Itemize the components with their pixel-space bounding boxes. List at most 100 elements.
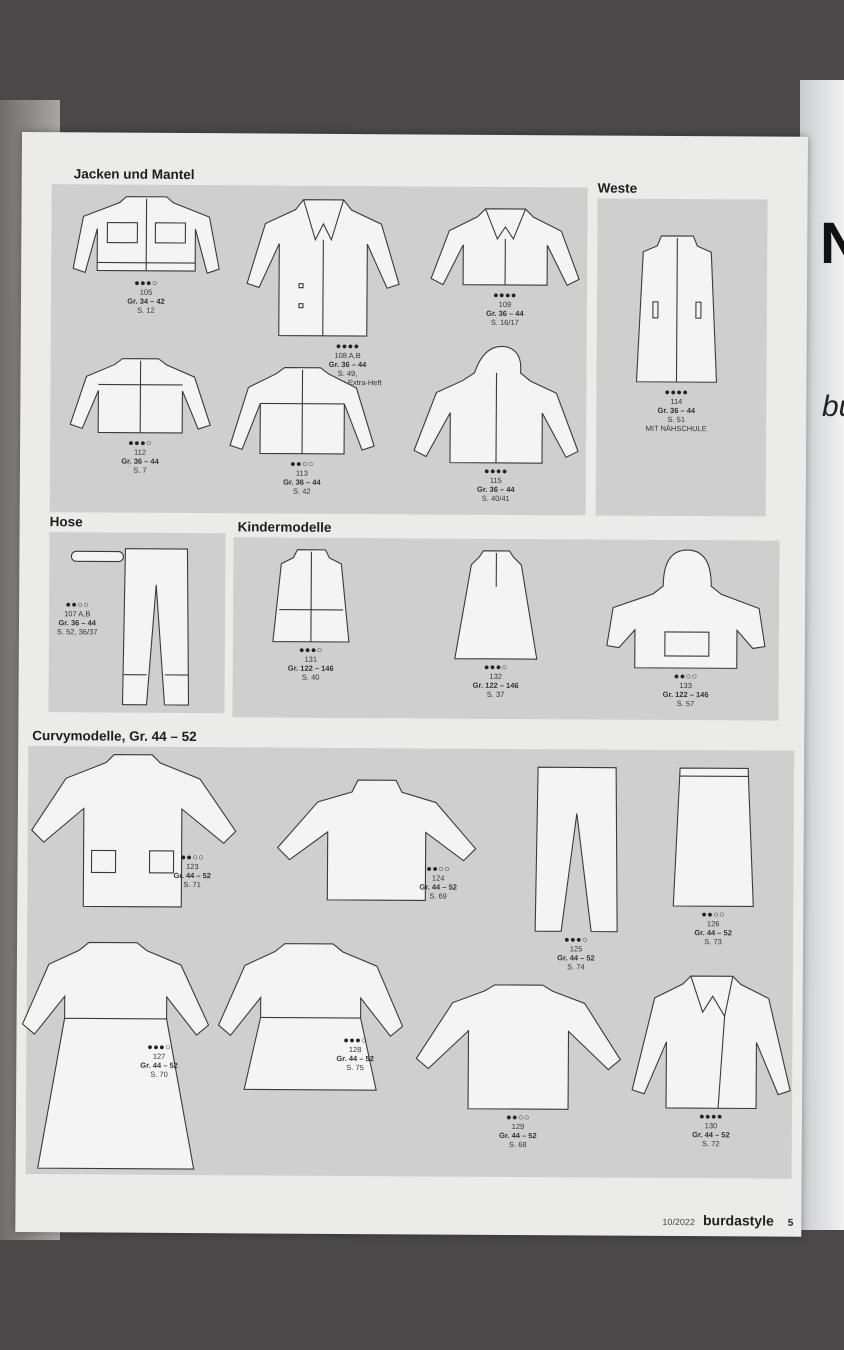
size-range: Gr. 36 – 44 [477,484,515,495]
kids-hoodie-drawing [606,549,766,669]
model-107: ●●○○ 107 A,B Gr. 36 – 44 S. 52, 36/37 [56,599,98,637]
difficulty-dots: ●●●● [484,465,508,476]
difficulty-dots: ●●●● [664,386,689,398]
coat-drawing [246,199,400,337]
model-number: 108 A,B [334,350,361,361]
jacket-drawing [229,367,375,455]
size-range: Gr. 36 – 44 [121,456,159,466]
vest-drawing [635,235,718,383]
model-113: ●●○○ 113 Gr. 36 – 44 S. 42 [228,363,377,496]
size-range: Gr. 44 – 52 [499,1130,537,1141]
model-number: 113 [295,468,308,478]
heading-hose: Hose [49,514,83,530]
belt-drawing [69,548,125,564]
model-number: 109 [498,299,512,309]
size-range: Gr. 122 – 146 [287,663,334,673]
model-128: ●●●○ 128 Gr. 44 – 52 S. 75 [336,1034,374,1073]
model-109: ●●●● 109 Gr. 36 – 44 S. 16/17 [427,204,584,327]
curvy-trousers-drawing [534,766,618,933]
right-page-edge: N bu [800,80,844,1230]
size-range: Gr. 36 – 44 [657,405,696,416]
size-range: Gr. 44 – 52 [336,1053,374,1064]
page-ref: S. 73 [704,937,722,947]
model-number: 126 [706,919,720,929]
page-ref: S. 71 [183,880,201,890]
model-128-drawing [214,939,407,1096]
difficulty-dots: ●●○○ [673,670,698,682]
model-132: ●●●○ 132 Gr. 122 – 146 S. 37 [451,547,542,700]
size-range: Gr. 44 – 52 [140,1060,178,1070]
model-number: 125 [569,944,583,954]
page-ref: S. 16/17 [490,317,519,328]
model-number: 112 [134,447,147,457]
page-ref: S. 12 [137,305,155,315]
model-129: ●●○○ 129 Gr. 44 – 52 S. 68 [412,980,625,1149]
page-ref: S. 40/41 [481,493,510,503]
biker-jacket-drawing [631,975,791,1110]
model-number: 123 [185,862,199,872]
model-number: 105 [139,287,153,297]
jacket-drawing [72,196,220,274]
heading-kinder: Kindermodelle [237,519,332,535]
size-range: Gr. 44 – 52 [173,870,212,881]
difficulty-dots: ●●○○ [506,1111,530,1123]
size-range: Gr. 36 – 44 [283,477,321,487]
jacket-drawing [430,208,580,287]
difficulty-dots: ●●●○ [343,1034,368,1046]
issue-date: 10/2022 [662,1216,696,1228]
difficulty-dots: ●●●● [699,1111,723,1122]
size-range: Gr. 44 – 52 [694,928,732,938]
model-number: 115 [489,475,502,485]
model-131: ●●●○ 131 Gr. 122 – 146 S. 40 [269,546,354,683]
page-ref: S. 75 [346,1062,364,1073]
model-114: ●●●● 114 Gr. 36 – 44 S. 51 MIT NÄHSCHULE [626,232,727,434]
brand-logo: burdastyle [702,1212,774,1229]
difficulty-dots: ●●○○ [290,458,314,469]
page-ref: S. 52, 36/37 [56,627,98,637]
difficulty-dots: ●●○○ [701,909,726,920]
heading-curvy: Curvymodelle, Gr. 44 – 52 [32,728,197,745]
model-124-drawing [275,776,480,905]
model-133: ●●○○ 133 Gr. 122 – 146 S. 57 [602,546,769,709]
model-108: ●●●● 108 A,B Gr. 36 – 44 S. 49, B: S. 4 … [242,193,403,387]
page-ref: S. 74 [567,962,585,972]
page-ref: S. 69 [429,891,447,901]
model-123-drawing [29,750,240,911]
difficulty-dots: ●●●○ [564,934,588,945]
size-range: Gr. 44 – 52 [419,882,457,892]
model-126: ●●○○ 126 Gr. 44 – 52 S. 73 [671,764,756,947]
size-range: Gr. 122 – 146 [662,689,709,700]
difficulty-dots: ●●●○ [147,1041,172,1052]
difficulty-dots: ●●○○ [65,599,90,610]
heading-weste: Weste [597,180,638,196]
extra-note: MIT NÄHSCHULE [645,423,707,434]
jacket-drawing [69,358,211,434]
model-number: 131 [304,654,318,664]
heading-jacken: Jacken und Mantel [73,166,195,183]
model-115: ●●●● 115 Gr. 36 – 44 S. 40/41 [410,342,583,503]
model-124: ●●○○ 124 Gr. 44 – 52 S. 69 [419,863,457,901]
model-number: 127 [152,1051,166,1061]
size-range: Gr. 36 – 44 [486,308,524,319]
difficulty-dots: ●●●● [335,340,360,352]
model-number: 133 [679,681,692,691]
model-number: 128 [348,1045,362,1055]
page-ref: S. 68 [509,1139,527,1150]
kids-dress-drawing [454,550,538,660]
difficulty-dots: ●●●○ [128,437,153,448]
size-range: Gr. 44 – 52 [692,1130,730,1140]
kids-vest-drawing [272,549,350,643]
page-ref: S. 51 [667,414,686,425]
model-130: ●●●● 130 Gr. 44 – 52 S. 72 [628,972,795,1149]
model-number: 107 A,B [64,609,91,619]
model-number: 124 [431,873,445,883]
curvy-blouse-drawing [415,984,622,1110]
page-number: 5 [787,1217,794,1229]
model-123: ●●○○ 123 Gr. 44 – 52 S. 71 [173,852,212,890]
difficulty-dots: ●●○○ [426,863,451,874]
size-range: Gr. 36 – 44 [58,618,97,628]
page-ref: S. 57 [676,699,695,709]
page-ref: S. 72 [702,1139,720,1149]
model-105: ●●●○ 105 Gr. 34 – 42 S. 12 [71,188,222,315]
trousers-drawing-107 [118,545,193,709]
